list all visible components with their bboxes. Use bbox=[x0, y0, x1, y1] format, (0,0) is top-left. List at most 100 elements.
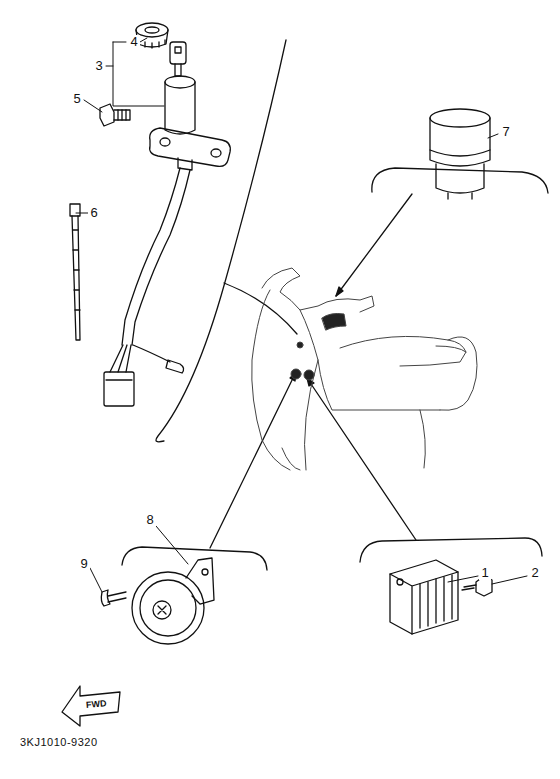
main-switch bbox=[211, 149, 221, 157]
flange-bolt bbox=[462, 588, 474, 590]
rectifier-regulator bbox=[390, 572, 458, 634]
scooter-outline bbox=[304, 370, 314, 380]
scooter-outline bbox=[252, 290, 290, 470]
part-code: 3KJ1010-9320 bbox=[18, 736, 100, 748]
main-switch bbox=[165, 82, 195, 134]
main-switch bbox=[136, 23, 230, 170]
switch-harness bbox=[166, 360, 184, 373]
scooter-outline bbox=[282, 448, 300, 470]
leader-line bbox=[488, 134, 498, 138]
relay bbox=[448, 193, 472, 199]
screw bbox=[108, 592, 126, 602]
scooter-outline bbox=[300, 310, 440, 410]
relay bbox=[436, 164, 484, 193]
scooter-outline bbox=[440, 337, 477, 410]
scooter-outline bbox=[322, 314, 346, 331]
scooter-outline bbox=[420, 410, 425, 468]
main-switch bbox=[175, 47, 181, 53]
leader-line bbox=[492, 576, 527, 584]
leader-line bbox=[90, 568, 102, 592]
bolt bbox=[100, 104, 114, 126]
scooter-outline bbox=[297, 342, 303, 348]
main-switch bbox=[136, 23, 168, 37]
horn bbox=[140, 580, 196, 636]
switch-harness bbox=[132, 170, 190, 345]
rectifier-regulator bbox=[390, 560, 458, 634]
main-switch bbox=[145, 27, 159, 33]
callout-number: 7 bbox=[500, 125, 511, 139]
leader-line bbox=[84, 100, 102, 112]
scooter-outline bbox=[252, 268, 477, 470]
horn bbox=[132, 572, 204, 644]
main-switch bbox=[165, 76, 195, 88]
main-switch bbox=[150, 128, 231, 166]
location-arrow bbox=[336, 194, 412, 296]
callout-number: 3 bbox=[93, 59, 104, 73]
horn bbox=[186, 558, 214, 604]
cable-tie bbox=[70, 204, 80, 340]
switch-harness bbox=[104, 168, 190, 406]
callout-number: 4 bbox=[128, 35, 139, 49]
group-bracket bbox=[156, 40, 286, 442]
screw bbox=[101, 590, 126, 606]
location-arrow bbox=[336, 287, 343, 296]
cable-tie bbox=[70, 204, 80, 216]
horn bbox=[202, 569, 208, 575]
relay bbox=[430, 150, 490, 156]
switch-harness bbox=[104, 372, 134, 406]
horn bbox=[158, 606, 166, 614]
leader-line bbox=[76, 38, 527, 592]
screw bbox=[101, 590, 110, 606]
horn bbox=[132, 558, 214, 644]
callout-number: 8 bbox=[144, 513, 155, 527]
callout-number: 9 bbox=[78, 557, 89, 571]
scooter-outline bbox=[262, 268, 374, 312]
leader-line bbox=[448, 576, 478, 582]
rectifier-regulator bbox=[397, 579, 403, 585]
group-bracket bbox=[360, 538, 542, 562]
leader-line bbox=[76, 213, 88, 214]
main-switch bbox=[160, 138, 170, 146]
relay bbox=[430, 118, 490, 166]
group-bracket bbox=[122, 547, 267, 570]
rectifier-regulator bbox=[420, 575, 452, 628]
group-bracket bbox=[372, 168, 548, 193]
main-switch bbox=[175, 64, 181, 76]
switch-harness bbox=[133, 345, 170, 362]
bolt bbox=[114, 110, 130, 120]
location-arrow bbox=[210, 194, 416, 548]
callout-number: 1 bbox=[479, 566, 490, 580]
bolt bbox=[100, 104, 130, 126]
main-switch bbox=[139, 40, 165, 48]
cable-tie bbox=[72, 216, 80, 340]
flange-bolt bbox=[464, 585, 476, 587]
switch-harness bbox=[110, 345, 131, 372]
relay bbox=[430, 109, 490, 199]
horn bbox=[153, 601, 171, 619]
callout-number: 5 bbox=[71, 92, 82, 106]
rectifier-regulator bbox=[390, 560, 458, 634]
scooter-outline bbox=[291, 369, 301, 379]
leader-line bbox=[156, 526, 188, 564]
forward-arrow bbox=[62, 686, 120, 726]
callout-number: 6 bbox=[88, 206, 99, 220]
forward-arrow bbox=[62, 686, 120, 726]
switch-harness bbox=[106, 379, 132, 380]
switch-harness bbox=[122, 168, 180, 345]
scooter-outline bbox=[305, 360, 319, 470]
group-bracket bbox=[224, 283, 297, 334]
callout-number: 2 bbox=[529, 566, 540, 580]
leader-line bbox=[140, 38, 147, 42]
group-bracket bbox=[122, 40, 548, 570]
leader-line bbox=[106, 42, 164, 106]
scooter-outline bbox=[436, 346, 466, 352]
direction-label: FWD bbox=[83, 699, 108, 711]
scooter-outline bbox=[340, 336, 466, 366]
cable-tie bbox=[73, 230, 80, 310]
bolt bbox=[118, 110, 126, 120]
main-switch bbox=[170, 42, 186, 64]
location-arrow bbox=[307, 378, 416, 540]
relay bbox=[430, 109, 490, 127]
